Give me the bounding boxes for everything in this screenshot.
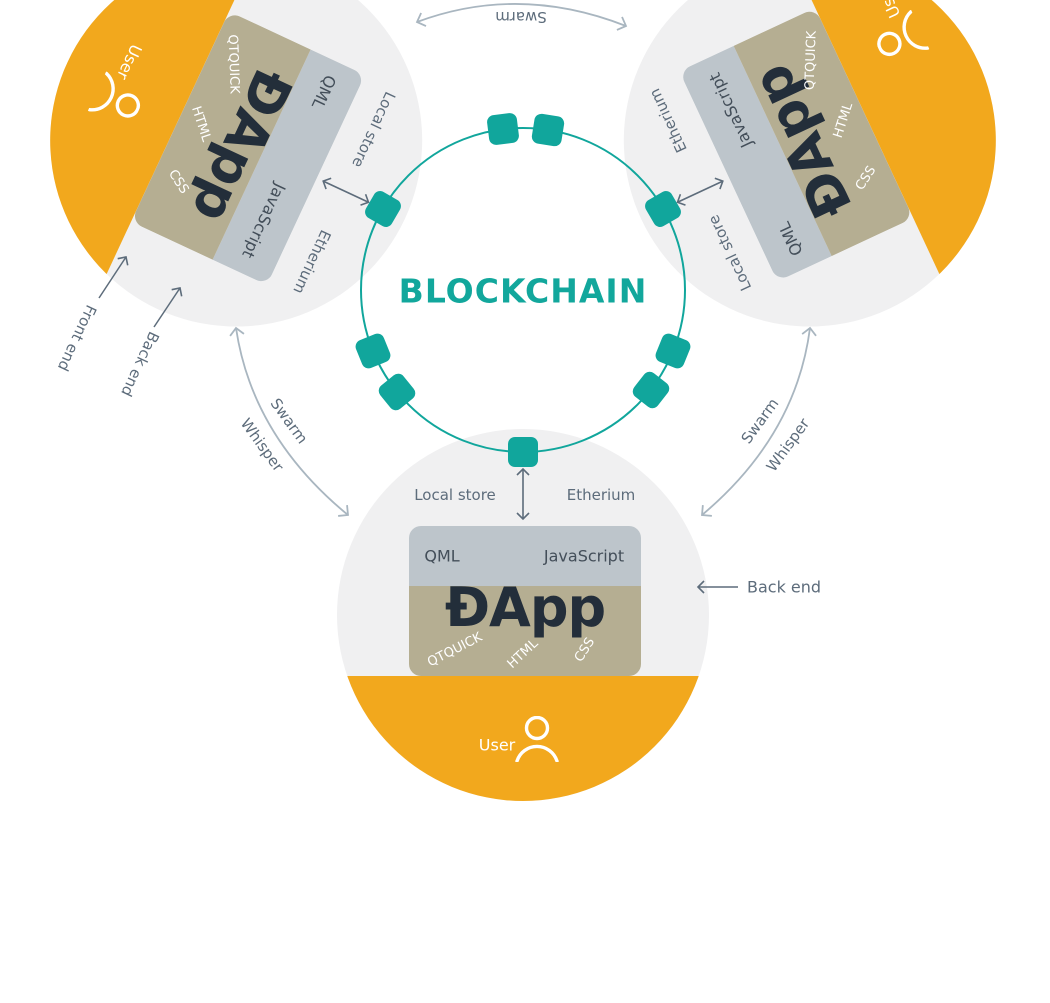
chain-block bbox=[530, 112, 566, 148]
chain-block bbox=[375, 370, 419, 414]
chain-block bbox=[353, 331, 393, 371]
chain-block bbox=[642, 188, 684, 230]
chain-blocks-layer bbox=[353, 112, 693, 467]
chain-block bbox=[629, 368, 673, 412]
user-icon bbox=[87, 71, 141, 118]
swarm-arc-left bbox=[229, 326, 349, 517]
store-sync-arrow bbox=[676, 177, 724, 206]
node-circle: User bbox=[562, 0, 1050, 388]
node-top-left: User QML JavaScript ĐApp QTQUICK HTML CS… bbox=[0, 0, 485, 413]
node-top-right: User QML JavaScript ĐApp QTQUICK HTML CS… bbox=[561, 0, 1050, 413]
store-sync-arrow bbox=[516, 467, 530, 521]
javascript-label: JavaScript bbox=[543, 546, 625, 566]
back-end-label-bottom: Back end bbox=[747, 577, 822, 597]
dapp-blockchain-diagram: { "title": "BLOCKCHAIN", "nodes": { "lab… bbox=[0, 0, 1050, 801]
qml-label: QML bbox=[424, 546, 460, 566]
swarm-arc-right bbox=[701, 326, 817, 517]
user-icon bbox=[877, 10, 930, 57]
chain-block bbox=[508, 437, 538, 467]
blockchain-title: BLOCKCHAIN bbox=[398, 271, 648, 311]
etherium-label: Etherium bbox=[566, 486, 636, 504]
swarm-label-top: Swarm bbox=[495, 8, 547, 26]
user-label: User bbox=[478, 735, 516, 755]
chain-block bbox=[653, 331, 693, 371]
chain-block bbox=[486, 112, 520, 146]
card-backend-section bbox=[409, 526, 641, 586]
swarm-arc-top bbox=[415, 3, 628, 31]
store-sync-arrow bbox=[322, 177, 370, 206]
user-icon bbox=[515, 716, 559, 762]
chain-block bbox=[362, 188, 404, 230]
back-end-arrow bbox=[153, 287, 183, 328]
local-store-label: Local store bbox=[414, 486, 496, 504]
node-circle: User bbox=[0, 0, 484, 388]
front-end-arrow bbox=[98, 256, 129, 299]
